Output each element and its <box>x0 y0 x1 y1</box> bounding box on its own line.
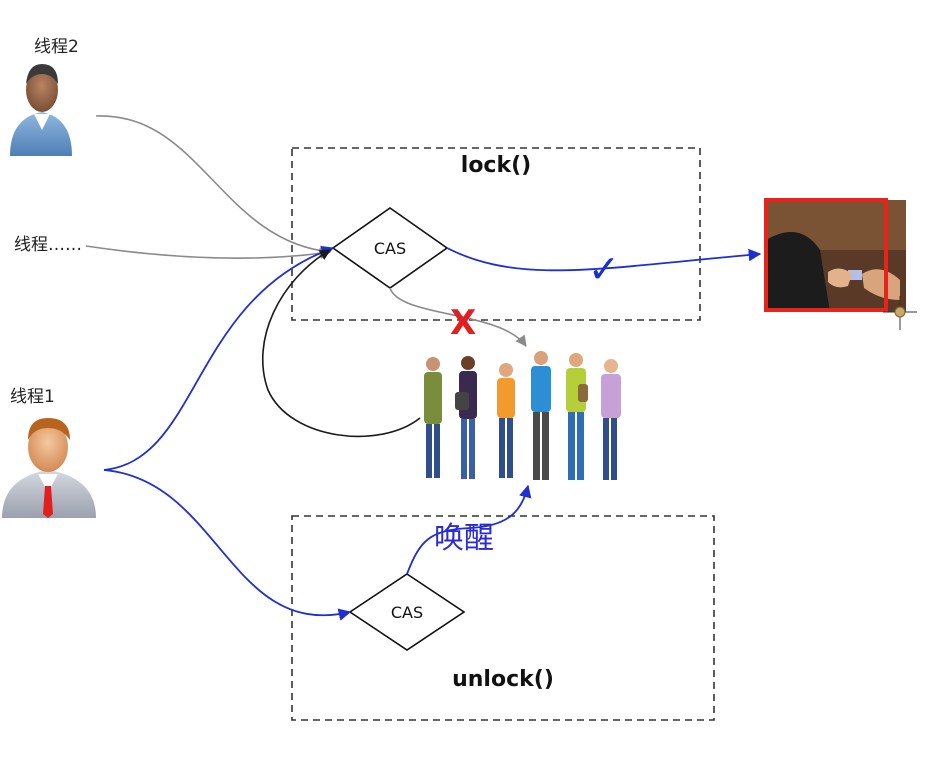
thread1-label: 线程1 <box>10 387 55 407</box>
unlock-cas-label: CAS <box>391 603 423 622</box>
thread1-avatar <box>2 418 96 518</box>
resource-highlight-frame <box>764 198 888 312</box>
lock-cas-label: CAS <box>374 239 406 258</box>
thread1-to-lock-cas-path <box>103 245 335 471</box>
queue-retry-path <box>261 249 421 438</box>
acquired-resource-image <box>764 198 917 330</box>
wake-path <box>406 484 532 575</box>
lock-function-label: lock() <box>461 153 531 178</box>
thread2-avatar <box>10 64 72 156</box>
queue-person <box>531 351 551 480</box>
cursor-crosshair-icon <box>883 296 917 330</box>
success-check-icon: ✓ <box>588 247 620 291</box>
cas-fail-path <box>389 287 527 347</box>
unlock-cas-diamond <box>348 573 466 651</box>
fail-x-icon: X <box>450 303 476 343</box>
waiting-queue-image <box>424 351 621 480</box>
wake-label: 唤醒 <box>434 521 494 556</box>
thread2-label: 线程2 <box>34 37 79 57</box>
queue-person <box>566 353 588 480</box>
cas-success-path <box>446 247 762 272</box>
queue-person <box>455 356 477 479</box>
thread-more-to-cas-path <box>85 245 332 260</box>
queue-person <box>497 363 515 478</box>
queue-person <box>601 359 621 480</box>
lock-region-box <box>291 147 701 321</box>
thread2-to-cas-path <box>95 115 332 257</box>
queue-person <box>424 357 442 478</box>
thread-more-label: 线程…… <box>14 235 82 255</box>
unlock-function-label: unlock() <box>452 667 554 692</box>
unlock-region-box <box>291 515 715 721</box>
thread1-to-unlock-cas-path <box>103 469 352 621</box>
